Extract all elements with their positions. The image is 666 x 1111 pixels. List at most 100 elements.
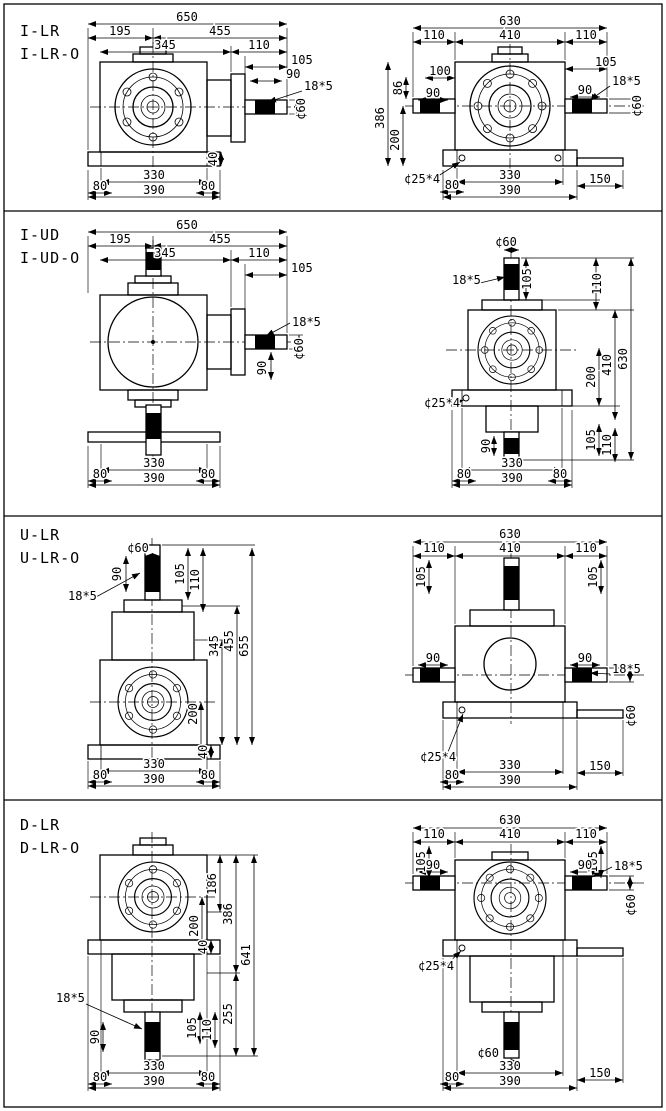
dim-d386: 386 [221,903,235,925]
cover [497,46,523,55]
dim-d90: 90 [578,83,592,97]
dim-d330: 330 [499,168,521,182]
dim-key: 18*5 [612,74,641,88]
dim-d110: 110 [423,827,445,841]
dim-d105: 105 [520,268,534,290]
dim-key: 18*5 [612,662,641,676]
dim-dia60: ¢60 [477,1046,499,1060]
dim-d630: 630 [616,348,630,370]
key [504,566,519,600]
dim-d195: 195 [109,232,131,246]
base-hole [458,154,466,162]
dim-d390: 390 [143,772,165,786]
dim-d390: 390 [143,1074,165,1088]
dim-d150: 150 [589,172,611,186]
dim-d105: 105 [595,55,617,69]
dim-d80: 80 [201,1070,215,1084]
dim-d455: 455 [222,630,236,652]
bore [483,637,537,691]
dim-d80: 80 [93,179,107,193]
dimension-lines [88,21,637,1091]
dim-d90: 90 [426,651,440,665]
key [504,264,519,290]
dim-d200: 200 [186,703,200,725]
dim-d150: 150 [589,759,611,773]
key [145,1022,160,1052]
row-label: I-LR [20,22,60,40]
key [255,335,275,349]
leader-line [589,670,611,677]
dim-d105: 105 [291,261,313,275]
row-label: I-UD [20,226,60,244]
dim-d40: 40 [206,152,220,166]
view-d-lr-side [412,851,624,1059]
key [572,876,592,890]
dim-d455: 455 [209,24,231,38]
key [145,556,160,592]
dim-d650: 650 [176,10,198,24]
cover [132,844,174,856]
base-tab [576,157,624,167]
row-label: U-LR-O [20,549,80,567]
dim-d390: 390 [143,471,165,485]
dim-d390: 390 [501,471,523,485]
cover [139,837,167,846]
dim-d80: 80 [201,179,215,193]
dim-d110: 110 [188,569,202,591]
row-label: D-LR [20,816,60,834]
dim-d650: 650 [176,218,198,232]
dimension-texts: I-LRI-LR-OI-UDI-UD-OU-LRU-LR-OD-LRD-LR-O… [19,9,646,1090]
key [504,1022,519,1050]
dim-d110: 110 [600,434,614,456]
dim-d390: 390 [499,773,521,787]
extension-lines [87,28,638,1091]
dim-key: 18*5 [614,859,643,873]
cover [469,609,555,627]
dim-d105: 105 [584,429,598,451]
dim-d110: 110 [575,827,597,841]
leader-line [479,275,506,284]
dim-d390: 390 [499,1074,521,1088]
dim-d330: 330 [143,757,165,771]
leader-line [589,85,611,101]
dim-dia25: ¢25*4 [404,172,440,186]
key [504,438,519,454]
dim-d105: 105 [414,566,428,588]
leader-line [449,399,465,406]
dim-d330: 330 [143,168,165,182]
dim-dia60: ¢60 [294,98,308,120]
dim-d80: 80 [93,467,107,481]
dim-d110: 110 [575,541,597,555]
key [420,876,440,890]
dim-d110: 110 [590,273,604,295]
dim-d390: 390 [143,183,165,197]
dim-dia25: ¢25*4 [418,959,454,973]
base-hole [554,154,562,162]
base [451,389,573,407]
dim-d105: 105 [173,563,187,585]
dim-d105: 105 [586,566,600,588]
leader-line [85,1003,143,1030]
row-label: I-UD-O [20,249,80,267]
dim-d80: 80 [93,768,107,782]
cover [481,1001,543,1013]
dim-d330: 330 [499,758,521,772]
dim-d630: 630 [499,813,521,827]
dim-d86: 86 [391,81,405,95]
dim-d80: 80 [93,1070,107,1084]
base-tab [576,709,624,719]
dim-d110: 110 [423,541,445,555]
dim-d110: 110 [575,28,597,42]
view-i-lr-front [87,46,288,167]
dim-d90: 90 [286,67,300,81]
dim-d80: 80 [445,1070,459,1084]
dim-d110: 110 [248,38,270,52]
row-label: U-LR [20,526,60,544]
pedestal [485,405,539,433]
bore [107,296,199,388]
dim-d105: 105 [291,53,313,67]
dim-dia60: ¢60 [127,541,149,555]
dim-dia25: ¢25*4 [424,396,460,410]
dim-dia25: ¢25*4 [420,750,456,764]
dim-d255: 255 [221,1003,235,1025]
